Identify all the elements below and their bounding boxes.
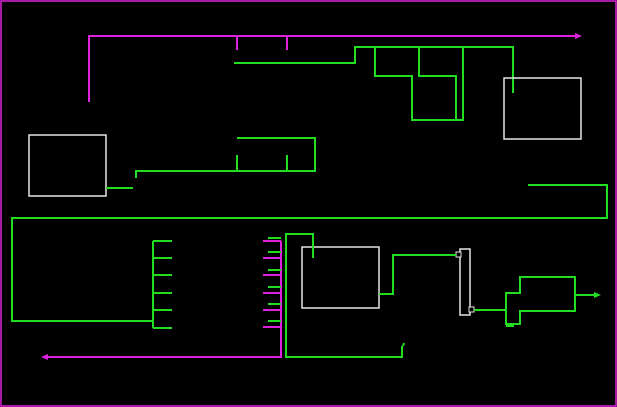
top-green-trunk <box>234 46 514 93</box>
magenta-bus-comb <box>41 237 282 360</box>
left-block-net <box>106 137 316 189</box>
large-loop-net <box>11 184 608 322</box>
magenta-bus-arrow <box>41 354 48 360</box>
center-to-narrow <box>379 254 456 295</box>
top-bus-line <box>88 35 575 102</box>
block-left <box>28 134 107 197</box>
top-green-loop-outer <box>374 47 464 121</box>
block-top-right <box>503 77 582 140</box>
large-loop-line <box>11 184 608 322</box>
center-input-loop <box>285 233 403 358</box>
center-block-input-net <box>285 233 405 358</box>
left-net-trunk <box>135 137 316 178</box>
right-loop <box>474 276 576 325</box>
right-output-net <box>474 276 601 327</box>
top-magenta-bus <box>88 33 582 102</box>
block-narrow <box>459 248 471 316</box>
center-loop-hook <box>402 342 405 347</box>
block-narrow-pin-out <box>468 306 475 313</box>
block-center <box>301 246 380 309</box>
top-green-network <box>234 46 514 121</box>
right-output-arrow <box>594 292 601 298</box>
magenta-bus-return <box>48 241 282 358</box>
top-green-loop-inner <box>418 47 457 120</box>
top-bus-arrow <box>575 33 582 39</box>
green-fanout <box>152 240 172 329</box>
block-narrow-pin-in <box>455 251 462 258</box>
center-output-net <box>379 254 456 295</box>
